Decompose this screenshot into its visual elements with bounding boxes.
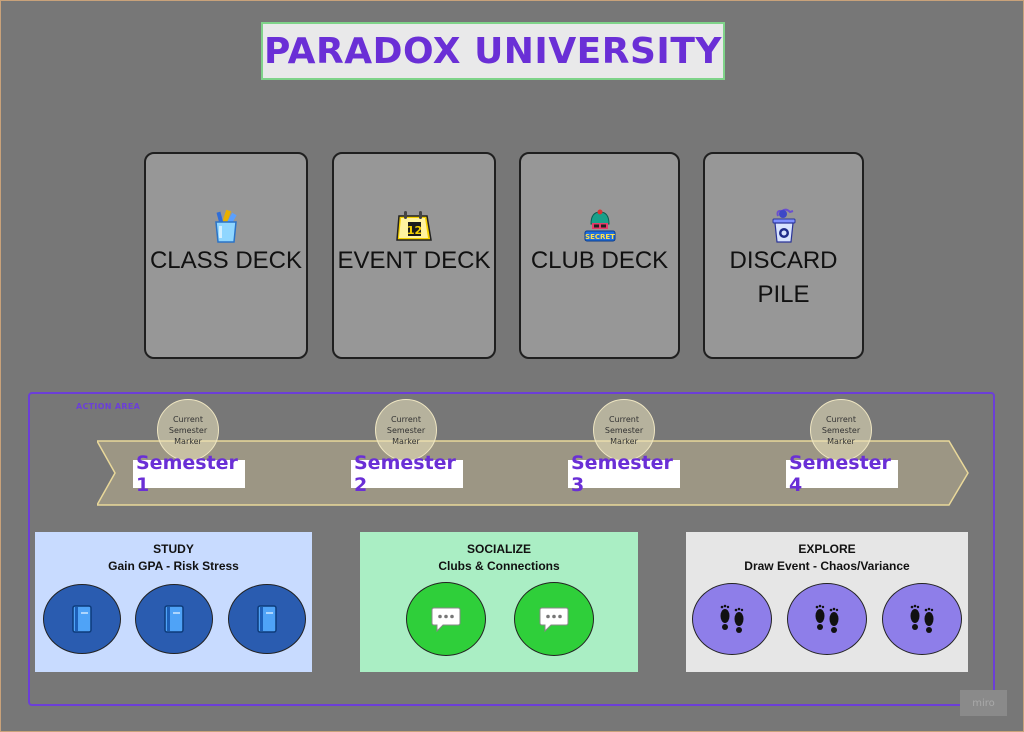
discard-pile-label-line2: PILE (757, 281, 810, 308)
semester-1-label: Semester 1 (133, 452, 245, 496)
discard-pile-label-line1: DISCARD (729, 247, 838, 274)
marker-line3: Marker (827, 436, 855, 446)
action-area-label: ACTION AREA (76, 402, 141, 411)
pencil-cup-icon (215, 209, 237, 243)
trash-can-icon (772, 208, 795, 243)
class-deck[interactable]: CLASS DECK (144, 152, 308, 359)
marker-line2: Semester (168, 425, 208, 435)
socialize-subtitle: Clubs & Connections (438, 559, 560, 573)
explore-slot-3[interactable] (882, 583, 962, 655)
explore-slot-1[interactable] (692, 583, 772, 655)
marker-line1: Current (172, 414, 204, 424)
socialize-title: SOCIALIZE (466, 542, 531, 556)
marker-line2: Semester (821, 425, 861, 435)
semester-2-label: Semester 2 (351, 452, 463, 496)
study-title-block: STUDY Gain GPA - Risk Stress (35, 541, 312, 575)
class-deck-label: CLASS DECK (149, 247, 303, 274)
secret-agent-icon: SECRET (584, 209, 615, 242)
explore-subtitle: Draw Event - Chaos/Variance (744, 559, 910, 573)
footprints-icon (720, 604, 744, 633)
book-icon (164, 605, 184, 633)
socialize-slot-1[interactable] (406, 582, 486, 656)
miro-watermark: miro (960, 690, 1007, 716)
marker-line1: Current (390, 414, 422, 424)
svg-text:SECRET: SECRET (585, 233, 615, 241)
semester-track-arrow (97, 440, 969, 506)
study-slot-3[interactable] (228, 584, 306, 654)
discard-pile[interactable]: DISCARD PILE (703, 152, 864, 359)
socialize-slot-2[interactable] (514, 582, 594, 656)
action-area (28, 392, 995, 706)
explore-title-block: EXPLORE Draw Event - Chaos/Variance (686, 541, 968, 575)
semester-4-label: Semester 4 (786, 452, 898, 496)
explore-title: EXPLORE (798, 542, 856, 556)
marker-line1: Current (825, 414, 857, 424)
study-subtitle: Gain GPA - Risk Stress (108, 559, 239, 573)
marker-line3: Marker (174, 436, 202, 446)
book-icon (257, 605, 277, 633)
study-title: STUDY (153, 542, 194, 556)
socialize-title-block: SOCIALIZE Clubs & Connections (360, 541, 638, 575)
game-title: PARADOX UNIVERSITY (261, 22, 725, 80)
marker-line3: Marker (610, 436, 638, 446)
study-slot-2[interactable] (135, 584, 213, 654)
semester-3-label: Semester 3 (568, 452, 680, 496)
study-slot-1[interactable] (43, 584, 121, 654)
speech-bubble-icon (539, 607, 569, 633)
footprints-icon (815, 604, 839, 633)
marker-line2: Semester (604, 425, 644, 435)
event-deck-label: EVENT DECK (337, 247, 491, 274)
speech-bubble-icon (431, 607, 461, 633)
marker-line2: Semester (386, 425, 426, 435)
socialize-panel: SOCIALIZE Clubs & Connections (360, 532, 638, 672)
explore-slot-2[interactable] (787, 583, 867, 655)
club-deck-label: CLUB DECK (530, 247, 669, 274)
marker-line3: Marker (392, 436, 420, 446)
marker-line1: Current (608, 414, 640, 424)
event-deck[interactable]: 12 EVENT DECK (332, 152, 496, 359)
book-icon (72, 605, 92, 633)
svg-text:12: 12 (407, 224, 422, 237)
club-deck[interactable]: SECRET CLUB DECK (519, 152, 680, 359)
calendar-icon: 12 (396, 211, 432, 241)
discard-pile-label: DISCARD PILE (705, 244, 862, 312)
footprints-icon (910, 604, 934, 633)
